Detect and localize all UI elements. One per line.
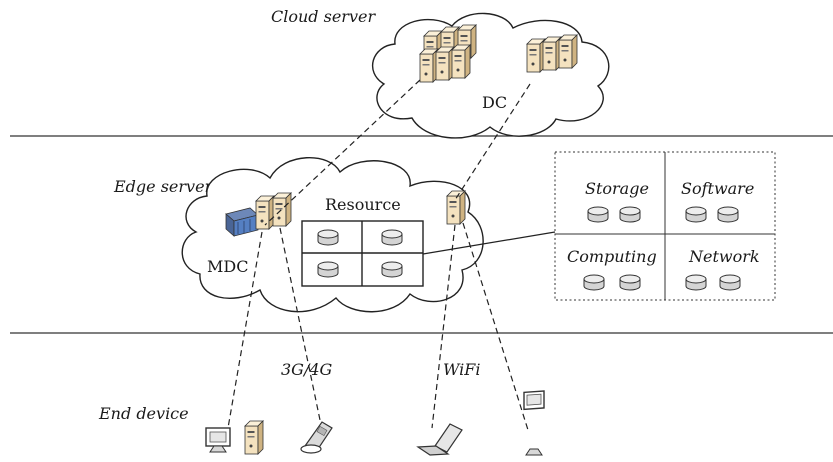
end-device-label: End device xyxy=(98,404,189,423)
cloud-server-label: Cloud server xyxy=(271,7,376,26)
computing-disk-icon xyxy=(619,274,641,291)
desktop-computer-icon xyxy=(205,420,264,455)
software-disk-icon xyxy=(717,206,739,223)
mdc-container-icon xyxy=(225,207,259,237)
storage-disk-icon xyxy=(619,206,641,223)
computing-disk-icon xyxy=(583,274,605,291)
dc-label: DC xyxy=(482,93,507,112)
mdc-to-phone-link xyxy=(279,227,321,421)
edge-server-wifi-icon xyxy=(446,190,466,225)
edge-server-label: Edge server xyxy=(113,177,214,196)
software-disk-icon xyxy=(685,206,707,223)
resource-detail-connector xyxy=(422,231,556,255)
network-disk-icon xyxy=(719,274,741,291)
mdc-to-desktop-link xyxy=(227,231,263,429)
resource-disk-icon xyxy=(317,261,339,278)
computing-label: Computing xyxy=(567,247,657,266)
edge-to-laptop-link xyxy=(431,224,456,429)
resource-label: Resource xyxy=(325,195,401,214)
dc-to-edge-link xyxy=(454,83,531,201)
network-label: Network xyxy=(688,247,760,266)
software-label: Software xyxy=(681,179,754,198)
dc-server-cluster-right xyxy=(526,34,578,73)
monitor-icon xyxy=(523,390,545,456)
laptop-icon xyxy=(416,423,463,456)
resource-detail-box: Storage Software Computing Network xyxy=(554,151,776,301)
mdc-server-icons xyxy=(255,192,292,230)
mobile-phone-icon xyxy=(300,421,333,454)
storage-label: Storage xyxy=(585,179,649,198)
resource-disk-icon xyxy=(381,261,403,278)
edge-to-monitor-link xyxy=(462,222,529,431)
dc-to-mdc-link xyxy=(264,79,421,226)
cloud-server-cloud xyxy=(372,12,610,139)
resource-table xyxy=(301,220,424,287)
cellular-link-label: 3G/4G xyxy=(281,360,333,379)
dc-server-cluster-left xyxy=(419,24,477,83)
storage-disk-icon xyxy=(587,206,609,223)
mdc-label: MDC xyxy=(207,257,248,276)
resource-disk-icon xyxy=(381,229,403,246)
resource-disk-icon xyxy=(317,229,339,246)
network-disk-icon xyxy=(685,274,707,291)
wifi-link-label: WiFi xyxy=(443,360,481,379)
